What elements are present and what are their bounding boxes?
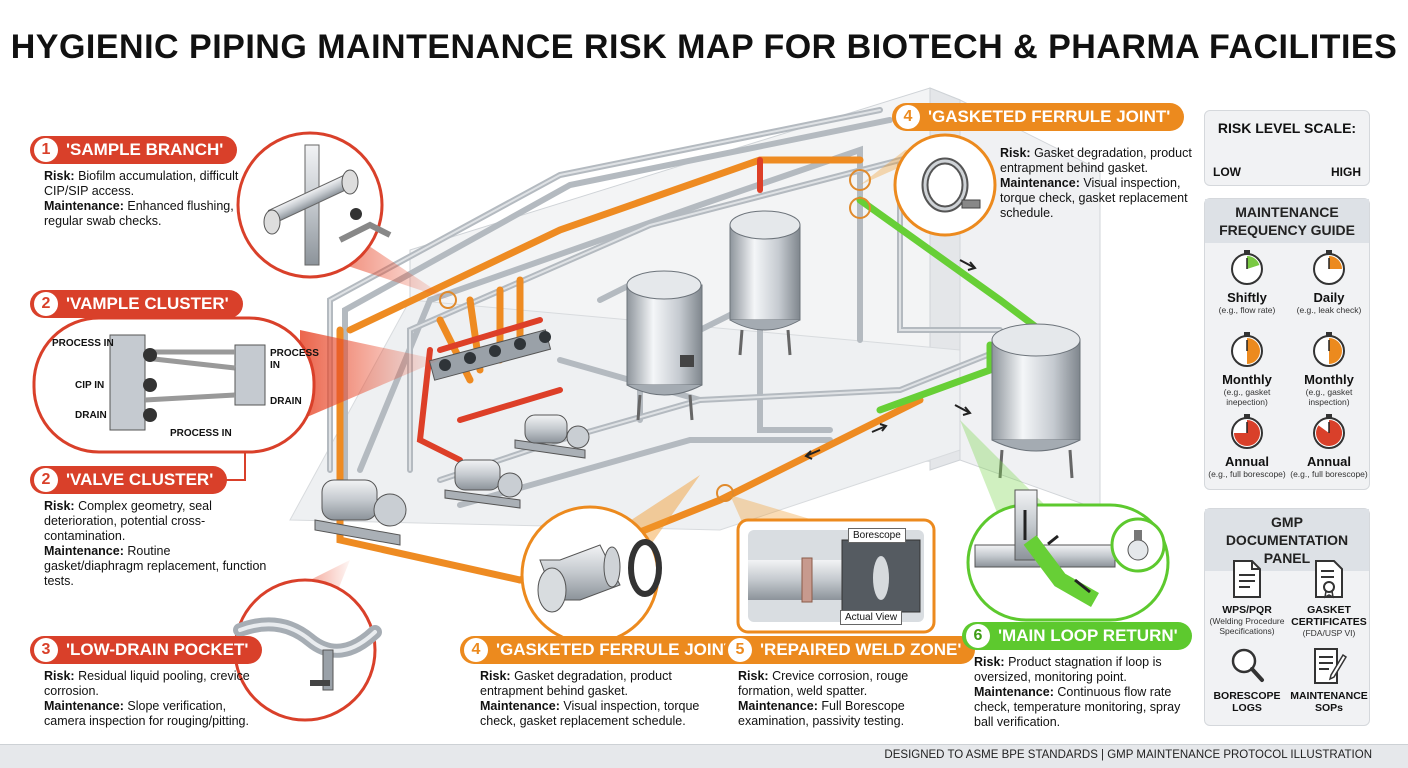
callout-desc-ferrule-top: Risk: Gasket degradation, product entrap… — [1000, 146, 1192, 220]
frequency-name: Daily — [1313, 290, 1345, 305]
gmp-doc-name: MAINTENANCE SOPs — [1290, 690, 1368, 714]
tank-center — [729, 210, 801, 356]
frequency-item: Monthly(e.g., gasket inspection) — [1288, 331, 1370, 407]
footer-text: DESIGNED TO ASME BPE STANDARDS | GMP MAI… — [884, 749, 1372, 761]
callout-badge-valve-cluster: 2'VALVE CLUSTER' — [30, 466, 228, 494]
stopwatch-icon — [1313, 250, 1345, 285]
frequency-item: Annual(e.g., full borescope) — [1288, 413, 1370, 479]
inset-ferrule-top — [893, 133, 997, 237]
frequency-item: Shiftly(e.g., flow rate) — [1206, 249, 1288, 315]
cluster-label-cip-in: CIP IN — [75, 380, 105, 391]
frequency-example: (e.g., gasket inepection) — [1223, 387, 1271, 407]
frequency-item: Monthly(e.g., gasket inepection) — [1206, 331, 1288, 407]
pump-mid — [444, 459, 523, 509]
frequency-example: (e.g., leak check) — [1296, 305, 1362, 315]
frequency-name: Annual — [1306, 454, 1352, 469]
risk-scale-high: HIGH — [1331, 165, 1361, 179]
cluster-label-in-right: IN — [270, 360, 280, 371]
tank-right — [991, 323, 1081, 479]
frequency-name: Monthly — [1304, 372, 1354, 387]
actual-view-label: Actual View — [840, 610, 903, 625]
beam-valve-cluster — [300, 330, 440, 420]
cluster-label-process-in: PROCESS IN — [52, 338, 114, 349]
inset-weld-zone — [736, 518, 936, 634]
inset-vample-cluster — [32, 316, 316, 454]
callout-badge-sample-branch: 1'SAMPLE BRANCH' — [30, 136, 238, 164]
callout-desc-weld-zone: Risk: Crevice corrosion, rouge formation… — [738, 669, 909, 728]
gmp-doc-example: (Welding Procedure Specifications) — [1209, 616, 1285, 636]
footer-bar: DESIGNED TO ASME BPE STANDARDS | GMP MAI… — [0, 744, 1408, 768]
inset-ferrule-bottom — [520, 505, 662, 645]
callout-desc-main-loop: Risk: Product stagnation if loop is over… — [974, 655, 1181, 729]
gmp-doc-example: (FDA/USP VI) — [1302, 628, 1356, 638]
gmp-doc-item: MAINTENANCE SOPs — [1289, 645, 1369, 714]
certificate-icon — [1289, 559, 1369, 604]
cluster-label-process-in-bottom: PROCESS IN — [170, 428, 232, 439]
callout-badge-low-drain: 3'LOW-DRAIN POCKET' — [30, 636, 263, 664]
frequency-guide-panel: MAINTENANCE FREQUENCY GUIDE Shiftly(e.g.… — [1204, 198, 1370, 490]
frequency-guide-title: MAINTENANCE FREQUENCY GUIDE — [1205, 199, 1369, 243]
frequency-name: Monthly — [1222, 372, 1272, 387]
tank-left — [626, 270, 703, 421]
gmp-panel-title: GMP DOCUMENTATION PANEL — [1205, 509, 1369, 571]
stopwatch-icon — [1231, 332, 1263, 367]
green-piping — [856, 196, 1044, 414]
frequency-example: (e.g., gasket inspection) — [1305, 387, 1353, 407]
risk-scale-title: RISK LEVEL SCALE: — [1217, 120, 1357, 136]
joint-markers — [439, 169, 871, 502]
gmp-panel: GMP DOCUMENTATION PANEL WPS/PQR(Welding … — [1204, 508, 1370, 726]
callout-desc-sample-branch: Risk: Biofilm accumulation, difficult CI… — [44, 169, 239, 228]
frequency-example: (e.g., full borescope) — [1208, 469, 1286, 479]
frequency-name: Shiftly — [1227, 290, 1267, 305]
stopwatch-icon — [1231, 414, 1263, 449]
gmp-doc-item: BORESCOPE LOGS — [1207, 645, 1287, 714]
red-piping — [416, 157, 763, 463]
inset-sample-branch — [236, 131, 392, 279]
frequency-example: (e.g., full borescope) — [1290, 469, 1368, 479]
callout-badge-weld-zone: 5'REPAIRED WELD ZONE' — [724, 636, 976, 664]
risk-scale-panel: RISK LEVEL SCALE: LOW HIGH — [1204, 110, 1370, 186]
borescope-label: Borescope — [848, 528, 906, 543]
checklist-icon — [1289, 645, 1369, 690]
stopwatch-icon — [1313, 414, 1345, 449]
frequency-item: Daily(e.g., leak check) — [1288, 249, 1370, 315]
frequency-item: Annual(e.g., full borescope) — [1206, 413, 1288, 479]
cluster-label-drain-right: DRAIN — [270, 396, 302, 407]
gmp-doc-item: WPS/PQR(Welding Procedure Specifications… — [1207, 559, 1287, 636]
flow-arrows — [804, 259, 977, 460]
callout-badge-ferrule-bottom: 4'GASKETED FERRULE JOINT' — [460, 636, 753, 664]
inset-low-drain — [233, 578, 382, 722]
callout-badge-main-loop: 6'MAIN LOOP RETURN' — [962, 622, 1192, 650]
pump-right — [514, 414, 590, 459]
risk-scale-low: LOW — [1213, 165, 1241, 179]
gmp-doc-item: GASKET CERTIFICATES(FDA/USP VI) — [1289, 559, 1369, 638]
magnifier-icon — [1207, 645, 1287, 690]
document-icon — [1207, 559, 1287, 604]
gmp-doc-name: WPS/PQR — [1222, 604, 1272, 616]
frequency-example: (e.g., flow rate) — [1218, 305, 1276, 315]
callout-badge-vample-cluster: 2'VAMPLE CLUSTER' — [30, 290, 243, 318]
gmp-doc-name: BORESCOPE LOGS — [1213, 690, 1281, 714]
inset-main-loop — [966, 489, 1170, 622]
stopwatch-icon — [1313, 332, 1345, 367]
stopwatch-icon — [1231, 250, 1263, 285]
central-valve-cluster — [428, 329, 552, 381]
gmp-doc-name: GASKET CERTIFICATES — [1291, 604, 1367, 628]
callout-desc-valve-cluster: Risk: Complex geometry, seal deteriorati… — [44, 499, 267, 588]
callout-desc-ferrule-bottom: Risk: Gasket degradation, product entrap… — [480, 669, 700, 728]
frequency-name: Annual — [1224, 454, 1270, 469]
pump-left — [314, 479, 407, 546]
callout-badge-ferrule-top: 4'GASKETED FERRULE JOINT' — [892, 103, 1185, 131]
cluster-label-process-right: PROCESS — [270, 348, 319, 359]
callout-desc-low-drain: Risk: Residual liquid pooling, crevice c… — [44, 669, 250, 728]
page-title: HYGIENIC PIPING MAINTENANCE RISK MAP FOR… — [10, 28, 1398, 66]
cluster-label-drain: DRAIN — [75, 410, 107, 421]
